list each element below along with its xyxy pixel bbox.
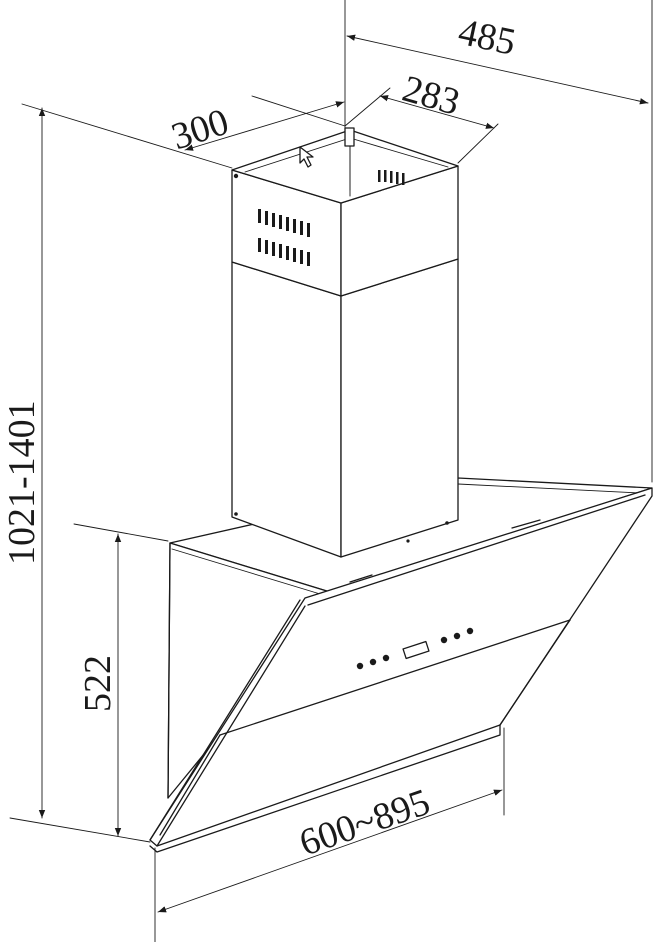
label-485: 485 xyxy=(455,11,519,64)
dim-line-300 xyxy=(184,101,345,151)
dim-line-485 xyxy=(346,34,649,105)
chimney-lower-right-face xyxy=(340,258,459,558)
control-display xyxy=(402,640,430,660)
control-button-5 xyxy=(453,632,461,640)
mounting-bracket xyxy=(344,127,355,147)
control-button-6 xyxy=(466,627,474,635)
cursor-icon xyxy=(299,146,314,168)
label-600-895: 600~895 xyxy=(294,781,435,865)
dim-line-600-895 xyxy=(157,789,503,913)
control-button-4 xyxy=(440,636,448,644)
label-283: 283 xyxy=(398,68,464,124)
label-300: 300 xyxy=(167,101,234,159)
control-button-3 xyxy=(382,654,390,662)
control-panel xyxy=(356,627,474,670)
control-button-1 xyxy=(356,662,364,670)
dim-line-283 xyxy=(379,95,495,129)
glass-lower-band xyxy=(219,619,571,736)
label-522: 522 xyxy=(77,655,119,712)
vent-slots-right xyxy=(378,170,405,185)
chimney xyxy=(231,127,459,558)
vent-slots-left xyxy=(258,209,310,266)
chimney-lower-left-face xyxy=(231,261,342,558)
label-1021-1401: 1021-1401 xyxy=(1,400,43,565)
control-button-2 xyxy=(369,658,377,666)
dimension-lines xyxy=(9,0,653,942)
